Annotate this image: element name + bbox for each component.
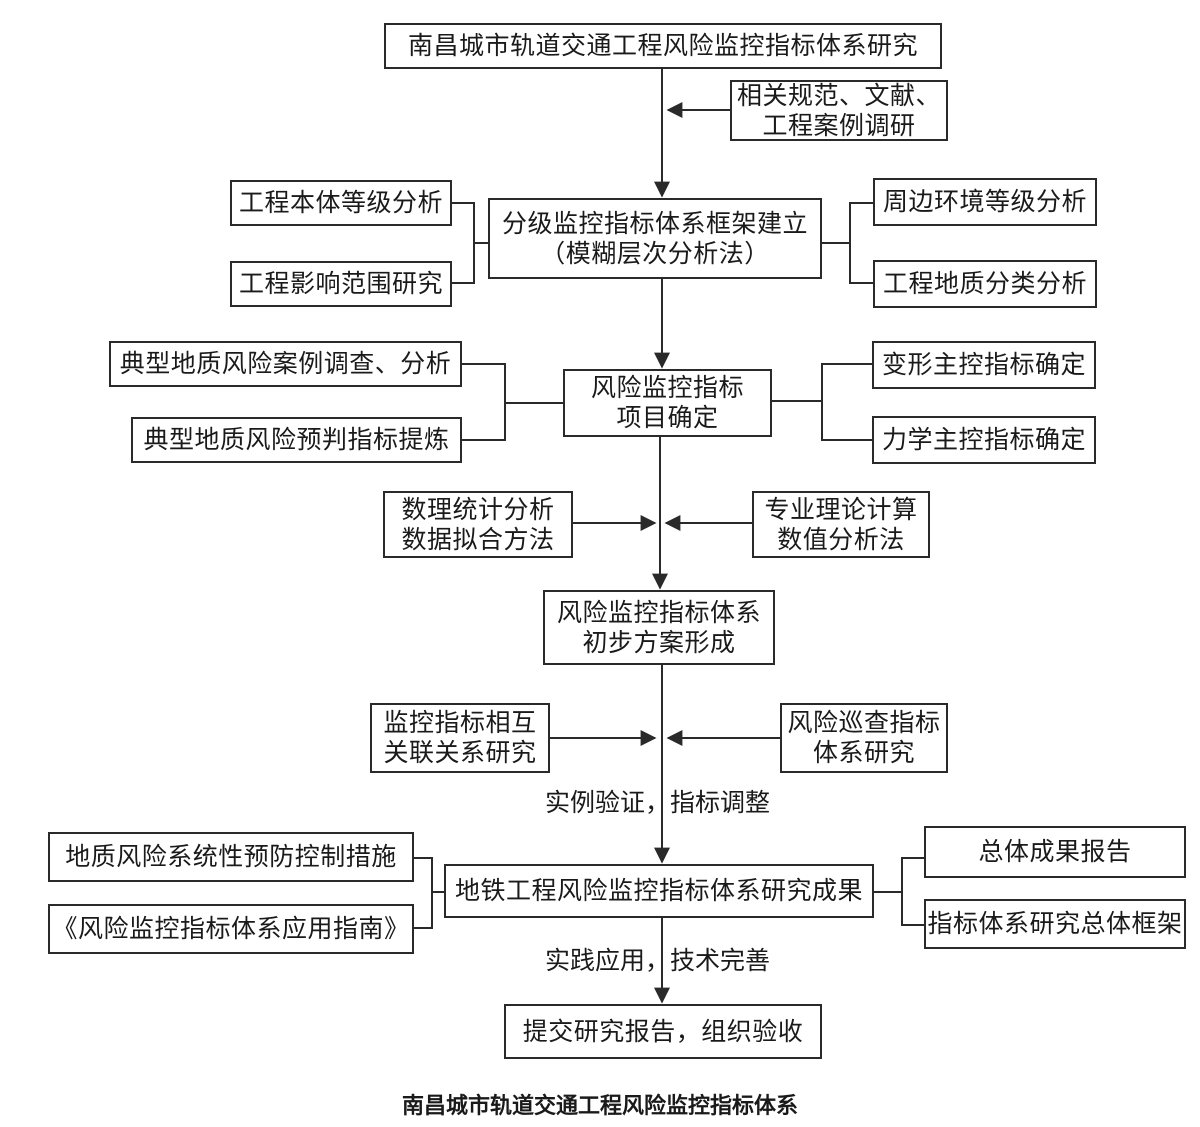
step-research-results: 地铁工程风险监控指标体系研究成果 xyxy=(444,864,874,918)
output-overall-framework: 指标体系研究总体框架 xyxy=(924,899,1186,949)
input-statistical-analysis: 数理统计分析 数据拟合方法 xyxy=(383,491,573,558)
input-influence-range: 工程影响范围研究 xyxy=(230,261,452,307)
input-literature-survey: 相关规范、文献、 工程案例调研 xyxy=(730,80,948,141)
input-case-survey: 典型地质风险案例调查、分析 xyxy=(109,341,462,387)
edge-label-validation: 实例验证，指标调整 xyxy=(545,788,771,817)
input-index-correlation: 监控指标相互 关联关系研究 xyxy=(370,703,550,773)
output-deformation-index: 变形主控指标确定 xyxy=(872,341,1096,389)
step-research-topic: 南昌城市轨道交通工程风险监控指标体系研究 xyxy=(384,23,942,69)
edge-label-application: 实践应用，技术完善 xyxy=(545,946,771,975)
input-theoretical-calculation: 专业理论计算 数值分析法 xyxy=(752,491,930,558)
output-mechanics-index: 力学主控指标确定 xyxy=(872,416,1096,464)
input-engineering-grade: 工程本体等级分析 xyxy=(230,180,452,226)
step-framework: 分级监控指标体系框架建立 （模糊层次分析法） xyxy=(488,198,822,279)
step-submit-report: 提交研究报告，组织验收 xyxy=(504,1004,822,1059)
output-geology-class: 工程地质分类分析 xyxy=(873,260,1097,308)
output-application-guide: 《风险监控指标体系应用指南》 xyxy=(48,904,414,954)
output-environment-grade: 周边环境等级分析 xyxy=(873,178,1097,226)
figure-caption: 南昌城市轨道交通工程风险监控指标体系 xyxy=(401,1094,798,1119)
step-index-items: 风险监控指标 项目确定 xyxy=(563,369,772,437)
output-prevention-measures: 地质风险系统性预防控制措施 xyxy=(48,832,414,882)
step-preliminary-scheme: 风险监控指标体系 初步方案形成 xyxy=(543,590,775,665)
input-risk-patrol: 风险巡查指标 体系研究 xyxy=(780,703,948,773)
output-overall-report: 总体成果报告 xyxy=(924,826,1186,878)
input-prediction-index: 典型地质风险预判指标提炼 xyxy=(131,417,462,463)
